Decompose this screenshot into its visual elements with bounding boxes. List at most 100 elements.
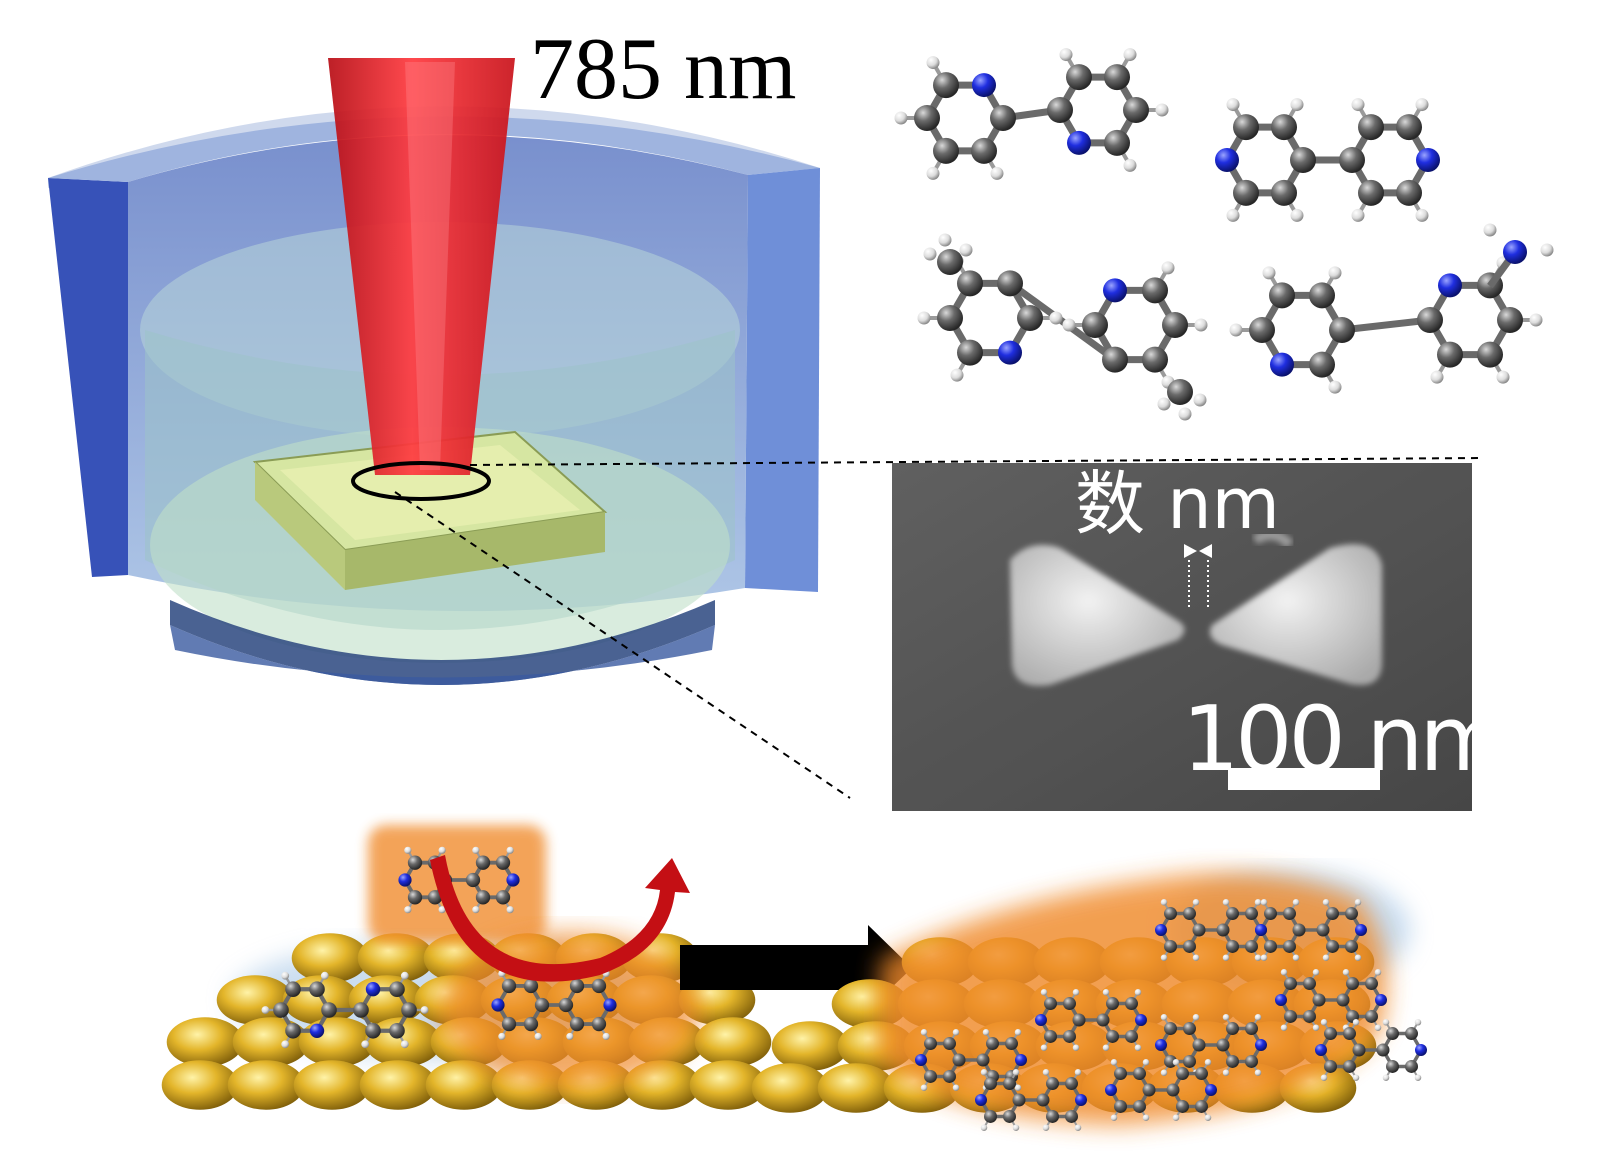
carbon-atom <box>1226 1022 1239 1036</box>
molecule-adsorbed-orange <box>491 969 617 1041</box>
hydrogen-atom <box>1328 380 1342 394</box>
carbon-atom <box>1066 64 1092 91</box>
carbon-atom <box>1269 282 1295 309</box>
carbon-atom <box>1405 1059 1418 1073</box>
hydrogen-atom <box>1142 1059 1150 1066</box>
nitrogen-atom <box>1205 1084 1217 1096</box>
hydrogen-atom <box>1320 1074 1328 1081</box>
hydrogen-atom <box>404 906 412 914</box>
hydrogen-atom <box>1042 1069 1050 1076</box>
sem-gap-label: 数 nm <box>1075 463 1280 545</box>
hydrogen-atom <box>534 1032 542 1041</box>
hydrogen-atom <box>1254 1014 1262 1021</box>
carbon-atom <box>353 1002 369 1018</box>
carbon-atom <box>1233 114 1259 141</box>
hydrogen-atom <box>980 1124 988 1131</box>
gold-atom <box>751 1063 829 1113</box>
nitrogen-atom <box>972 73 996 98</box>
hydrogen-atom <box>1160 1014 1168 1021</box>
hydrogen-atom <box>1374 1024 1382 1031</box>
carbon-atom <box>1125 997 1138 1011</box>
gold-atom <box>689 1060 767 1110</box>
carbon-atom <box>1142 277 1168 304</box>
hydrogen-atom <box>1142 1114 1150 1121</box>
hydrogen-atom <box>1322 899 1330 906</box>
hydrogen-atom <box>472 846 480 854</box>
carbon-atom <box>943 1069 956 1083</box>
nitrogen-atom <box>1035 1014 1047 1026</box>
bowtie-right-triangle <box>1209 544 1382 686</box>
carbon-atom <box>1226 939 1239 953</box>
hydrogen-atom <box>982 1029 990 1036</box>
carbon-atom <box>591 978 607 994</box>
hydrogen-atom <box>1262 266 1276 280</box>
hydrogen-atom <box>1102 1044 1110 1051</box>
carbon-atom <box>971 137 997 164</box>
carbon-atom <box>501 1016 517 1032</box>
carbon-atom <box>1303 977 1316 991</box>
carbon-atom <box>1142 1083 1156 1097</box>
gold-atom <box>425 1060 503 1110</box>
hydrogen-atom <box>1040 989 1048 996</box>
carbon-atom <box>401 1002 417 1018</box>
nitrogen-atom <box>915 1054 927 1066</box>
carbon-atom <box>1326 939 1339 953</box>
carbon-atom <box>1329 317 1355 343</box>
carbon-atom <box>1343 1027 1356 1041</box>
hydrogen-atom <box>1074 1069 1082 1076</box>
carbon-atom <box>1036 1093 1050 1107</box>
carbon-atom <box>937 305 963 331</box>
carbon-atom <box>465 872 481 888</box>
carbon-atom <box>957 270 983 297</box>
hydrogen-atom <box>1222 1014 1230 1021</box>
hydrogen-atom <box>1290 208 1304 222</box>
carbon-atom <box>1292 923 1306 937</box>
hydrogen-atom <box>404 846 412 854</box>
nitrogen-atom <box>1270 352 1294 377</box>
carbon-atom <box>1339 147 1365 173</box>
carbon-atom <box>407 890 423 905</box>
carbon-atom <box>1047 97 1073 123</box>
carbon-atom <box>534 997 550 1013</box>
carbon-atom <box>1017 305 1043 331</box>
hydrogen-atom <box>261 1006 270 1014</box>
carbon-atom <box>984 1077 997 1091</box>
hydrogen-atom <box>1204 1059 1212 1066</box>
hydrogen-atom <box>438 906 446 914</box>
carbon-atom <box>1497 307 1523 333</box>
hydrogen-atom <box>952 1029 960 1036</box>
nitrogen-atom <box>506 873 520 887</box>
carbon-atom <box>1345 907 1358 921</box>
carbon-atom <box>1336 993 1350 1007</box>
nitrogen-atom <box>1275 994 1287 1006</box>
hydrogen-atom <box>281 1040 290 1049</box>
carbon-atom <box>1324 1059 1337 1073</box>
carbon-atom <box>1309 282 1335 309</box>
hydrogen-atom <box>1351 208 1365 222</box>
hydrogen-atom <box>1342 969 1350 976</box>
hydrogen-atom <box>1110 1114 1118 1121</box>
hydrogen-atom <box>1160 954 1168 961</box>
nitrogen-atom <box>1255 924 1267 936</box>
carbon-atom <box>1142 346 1168 373</box>
hydrogen-atom <box>472 906 480 914</box>
hydrogen-atom <box>1312 1024 1320 1031</box>
carbon-atom <box>1312 993 1326 1007</box>
hydrogen-atom <box>894 111 908 125</box>
hydrogen-atom <box>1430 370 1444 384</box>
carbon-atom <box>924 1037 937 1051</box>
laser-beam <box>328 58 515 475</box>
hydrogen-atom <box>1014 1084 1022 1091</box>
carbon-atom <box>1183 1022 1196 1036</box>
carbon-atom <box>1226 1054 1239 1068</box>
hydrogen-atom <box>498 1032 506 1041</box>
hydrogen-atom <box>1072 1044 1080 1051</box>
carbon-atom <box>285 1022 301 1039</box>
hydrogen-atom <box>1123 158 1137 172</box>
carbon-atom <box>1365 977 1378 991</box>
carbon-atom <box>1176 1067 1189 1081</box>
methyl-group <box>1157 379 1207 421</box>
gold-atom <box>227 1060 305 1110</box>
carbon-atom <box>1044 1029 1057 1043</box>
hydrogen-atom <box>1322 954 1330 961</box>
